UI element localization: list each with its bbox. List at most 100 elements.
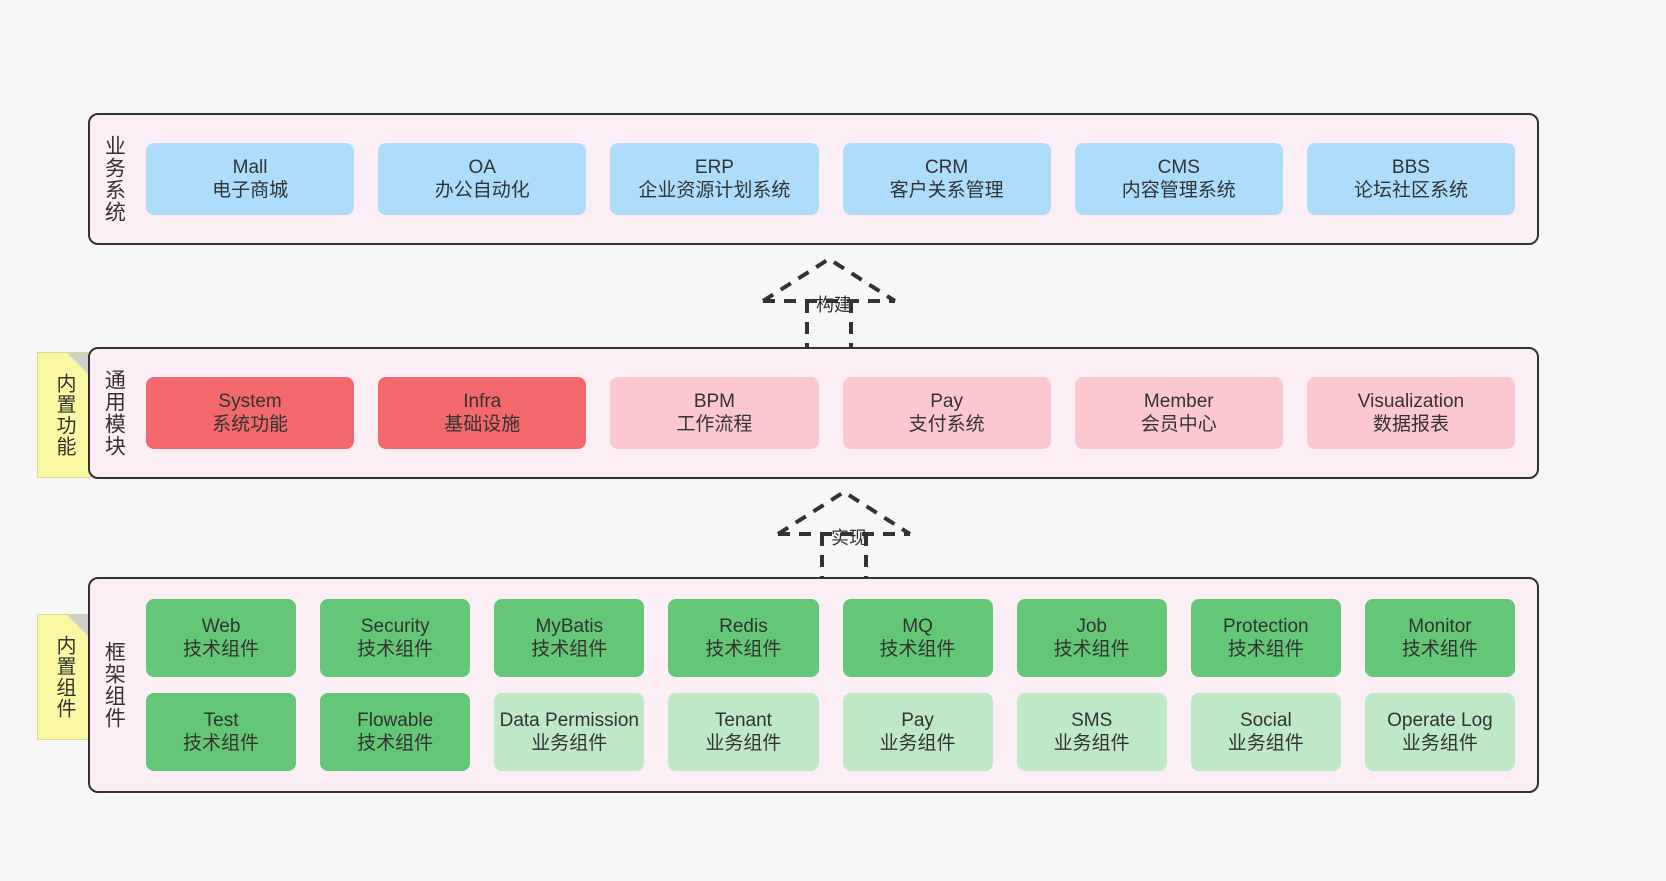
node-title-cn: 技术组件 xyxy=(1227,639,1304,660)
node-member[interactable]: Member 会员中心 xyxy=(1074,377,1283,449)
layer-framework-components: 框架组件 Web 技术组件 Security 技术组件 MyBatis 技术组件… xyxy=(88,577,1539,793)
node-title-en: Pay xyxy=(930,390,963,412)
node-title-en: Infra xyxy=(463,390,502,412)
connector-label-implement: 实现 xyxy=(831,528,867,548)
node-title-cn: 内容管理系统 xyxy=(1121,180,1236,201)
node-pay[interactable]: Pay 支付系统 xyxy=(842,377,1051,449)
connector-build-arrow: 构建 xyxy=(745,253,925,353)
node-title-en: CRM xyxy=(924,156,969,178)
node-redis[interactable]: Redis 技术组件 xyxy=(668,599,819,677)
node-title-cn: 系统功能 xyxy=(212,414,289,435)
node-row: Web 技术组件 Security 技术组件 MyBatis 技术组件 Redi… xyxy=(146,599,1515,677)
node-title-en: Operate Log xyxy=(1387,709,1493,731)
node-row: Test 技术组件 Flowable 技术组件 Data Permission … xyxy=(146,693,1515,771)
node-system[interactable]: System 系统功能 xyxy=(146,377,355,449)
node-title-en: Social xyxy=(1239,709,1292,731)
node-row: Mall 电子商城 OA 办公自动化 ERP 企业资源计划系统 CRM 客户关系… xyxy=(146,143,1516,215)
node-title-cn: 技术组件 xyxy=(879,639,956,660)
node-title-en: Security xyxy=(360,615,430,637)
connector-implement-arrow: 实现 xyxy=(760,486,940,586)
node-erp[interactable]: ERP 企业资源计划系统 xyxy=(610,143,819,215)
node-title-en: Flowable xyxy=(357,709,434,731)
arrowhead-triangle-left-right xyxy=(761,256,897,303)
node-title-cn: 技术组件 xyxy=(1053,639,1130,660)
node-title-en: Tenant xyxy=(714,709,772,731)
node-title-cn: 技术组件 xyxy=(183,733,260,754)
node-job[interactable]: Job 技术组件 xyxy=(1016,599,1167,677)
node-title-cn: 论坛社区系统 xyxy=(1353,180,1468,201)
node-mall[interactable]: Mall 电子商城 xyxy=(146,143,355,215)
node-mq[interactable]: MQ 技术组件 xyxy=(842,599,993,677)
node-title-cn: 技术组件 xyxy=(357,639,434,660)
arrowhead-triangle-left-right xyxy=(776,489,912,536)
node-title-cn: 技术组件 xyxy=(531,639,608,660)
node-data-permission[interactable]: Data Permission 业务组件 xyxy=(494,693,645,771)
node-title-en: Mall xyxy=(232,156,268,178)
node-social[interactable]: Social 业务组件 xyxy=(1190,693,1341,771)
node-title-cn: 技术组件 xyxy=(183,639,260,660)
node-mybatis[interactable]: MyBatis 技术组件 xyxy=(494,599,645,677)
node-flowable[interactable]: Flowable 技术组件 xyxy=(320,693,471,771)
node-title-cn: 业务组件 xyxy=(531,733,608,754)
node-title-cn: 支付系统 xyxy=(908,414,985,435)
layer-title-common: 通用模块 xyxy=(102,369,126,457)
node-title-cn: 业务组件 xyxy=(1053,733,1130,754)
note-builtin-functions: 内置功能 xyxy=(37,352,91,478)
node-title-en: System xyxy=(218,390,282,412)
node-title-en: Data Permission xyxy=(499,709,639,731)
node-title-en: CMS xyxy=(1157,156,1200,178)
node-title-cn: 业务组件 xyxy=(1401,733,1478,754)
layer-body-common: System 系统功能 Infra 基础设施 BPM 工作流程 Pay 支付系统… xyxy=(136,349,1537,477)
layer-business-systems: 业务系统 Mall 电子商城 OA 办公自动化 ERP 企业资源计划系统 CRM… xyxy=(88,113,1539,245)
layer-body-framework: Web 技术组件 Security 技术组件 MyBatis 技术组件 Redi… xyxy=(136,579,1537,791)
node-row: System 系统功能 Infra 基础设施 BPM 工作流程 Pay 支付系统… xyxy=(146,377,1516,449)
node-title-en: Job xyxy=(1076,615,1107,637)
node-crm[interactable]: CRM 客户关系管理 xyxy=(842,143,1051,215)
node-web[interactable]: Web 技术组件 xyxy=(146,599,297,677)
node-title-en: MQ xyxy=(902,615,933,637)
layer-common-modules: 通用模块 System 系统功能 Infra 基础设施 BPM 工作流程 Pay… xyxy=(88,347,1539,479)
node-operate-log[interactable]: Operate Log 业务组件 xyxy=(1364,693,1515,771)
node-title-cn: 企业资源计划系统 xyxy=(638,180,791,201)
node-title-en: Web xyxy=(201,615,241,637)
layer-title-framework: 框架组件 xyxy=(102,641,126,729)
node-oa[interactable]: OA 办公自动化 xyxy=(378,143,587,215)
node-title-en: Protection xyxy=(1223,615,1309,637)
node-title-cn: 数据报表 xyxy=(1372,414,1449,435)
node-pay-component[interactable]: Pay 业务组件 xyxy=(842,693,993,771)
node-title-en: BPM xyxy=(693,390,736,412)
node-bpm[interactable]: BPM 工作流程 xyxy=(610,377,819,449)
node-security[interactable]: Security 技术组件 xyxy=(320,599,471,677)
node-title-en: MyBatis xyxy=(535,615,604,637)
node-tenant[interactable]: Tenant 业务组件 xyxy=(668,693,819,771)
layer-title-business: 业务系统 xyxy=(102,135,126,223)
node-protection[interactable]: Protection 技术组件 xyxy=(1190,599,1341,677)
node-title-cn: 基础设施 xyxy=(444,414,521,435)
node-title-cn: 办公自动化 xyxy=(434,180,530,201)
node-title-en: Visualization xyxy=(1357,390,1465,412)
node-sms[interactable]: SMS 业务组件 xyxy=(1016,693,1167,771)
node-title-cn: 业务组件 xyxy=(879,733,956,754)
node-visualization[interactable]: Visualization 数据报表 xyxy=(1306,377,1516,449)
node-title-cn: 业务组件 xyxy=(1227,733,1304,754)
node-monitor[interactable]: Monitor 技术组件 xyxy=(1364,599,1515,677)
node-title-cn: 技术组件 xyxy=(357,733,434,754)
node-cms[interactable]: CMS 内容管理系统 xyxy=(1074,143,1283,215)
node-title-cn: 技术组件 xyxy=(705,639,782,660)
node-title-en: Test xyxy=(203,709,239,731)
node-title-cn: 业务组件 xyxy=(705,733,782,754)
note-builtin-components: 内置组件 xyxy=(37,614,91,740)
node-title-en: SMS xyxy=(1071,709,1113,731)
node-title-en: OA xyxy=(468,156,496,178)
connector-label-build: 构建 xyxy=(816,295,852,315)
node-bbs[interactable]: BBS 论坛社区系统 xyxy=(1306,143,1516,215)
node-title-en: Pay xyxy=(901,709,934,731)
layer-body-business: Mall 电子商城 OA 办公自动化 ERP 企业资源计划系统 CRM 客户关系… xyxy=(136,115,1537,243)
node-title-cn: 客户关系管理 xyxy=(889,180,1004,201)
node-title-cn: 会员中心 xyxy=(1140,414,1217,435)
node-infra[interactable]: Infra 基础设施 xyxy=(378,377,587,449)
node-test[interactable]: Test 技术组件 xyxy=(146,693,297,771)
node-title-en: Monitor xyxy=(1408,615,1472,637)
node-title-en: Redis xyxy=(719,615,768,637)
